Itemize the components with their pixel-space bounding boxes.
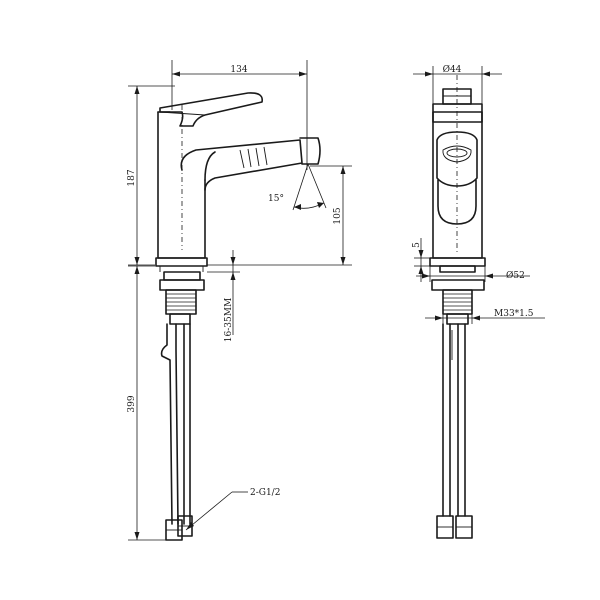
dim-angle-label: 15° — [268, 194, 284, 204]
dim-base-diameter: Ø52 — [416, 266, 530, 282]
dim-hose-length-label: 399 — [127, 395, 137, 412]
base-and-shank — [155, 257, 208, 325]
side-base-and-shank — [429, 257, 486, 325]
flexible-hoses — [160, 323, 193, 541]
dim-base-diameter-label: Ø52 — [506, 270, 525, 281]
dim-body-diameter: Ø44 — [413, 64, 502, 104]
faucet-body — [157, 105, 216, 259]
dim-angle: 15° — [268, 163, 327, 211]
side-body — [432, 75, 483, 259]
dim-total-height: 187 — [127, 85, 175, 266]
side-hoses — [436, 323, 473, 539]
dim-total-height-label: 187 — [127, 169, 137, 186]
dim-base-thickness: 5 — [412, 238, 430, 282]
front-view: 134 187 105 15° — [127, 60, 352, 541]
dim-spout-height-label: 105 — [333, 207, 343, 224]
hose-thread-callout: 2-G1/2 — [185, 488, 280, 531]
hose-thread-label: 2-G1/2 — [250, 488, 280, 498]
dim-mount-thread-label: M33*1.5 — [494, 309, 534, 319]
spout — [180, 137, 321, 191]
dim-deck-thickness-label: 16-35MM — [224, 298, 234, 342]
dim-spout-height: 105 — [207, 165, 352, 266]
dim-deck-thickness: 16-35MM — [207, 250, 240, 342]
dim-mount-thread: M33*1.5 — [425, 305, 545, 324]
dim-base-thickness-label: 5 — [412, 242, 422, 248]
handle-lever — [159, 92, 264, 127]
dim-body-diameter-label: Ø44 — [443, 64, 462, 75]
dim-spout-reach: 134 — [171, 60, 308, 170]
side-spout — [436, 131, 478, 225]
side-view: Ø44 5 Ø52 M33*1.5 — [412, 64, 545, 539]
dim-hose-length: 399 — [127, 265, 166, 541]
dim-spout-reach-label: 134 — [230, 65, 247, 75]
